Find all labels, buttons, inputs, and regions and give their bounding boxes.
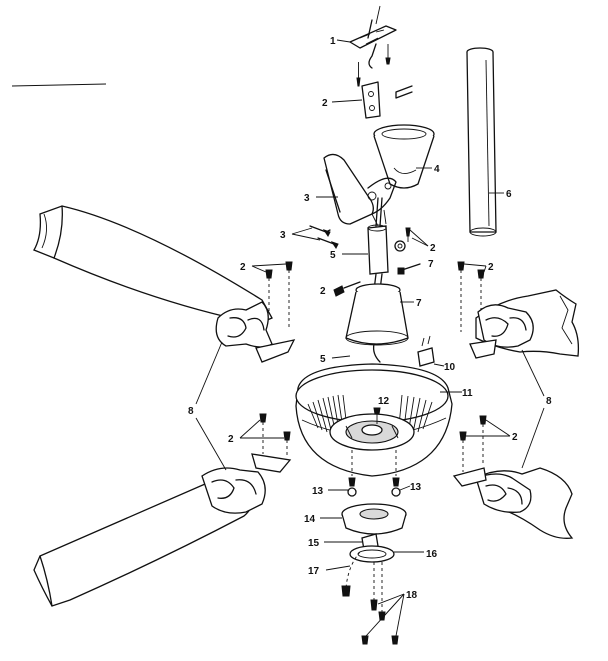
- part-2-nut-washer: [394, 227, 411, 252]
- blade-bracket-upper-left: [215, 301, 296, 363]
- label-part-2-top: 2: [322, 98, 328, 109]
- part-5-coupling: [367, 197, 389, 291]
- leader-5-lower: [331, 355, 351, 359]
- leader-2-upper-right-b: [483, 265, 487, 273]
- part-16-cap-plate: [349, 545, 395, 563]
- label-part-2-bolt: 2: [320, 286, 326, 297]
- part-4-canopy: [373, 124, 435, 189]
- blade-bracket-lower-left: [201, 453, 292, 514]
- stray-line: [11, 83, 107, 87]
- part-18-screws: [361, 562, 399, 645]
- leader-18-d: [395, 593, 405, 637]
- part-1-ceiling-bracket: [349, 5, 397, 69]
- label-part-7-upper: 7: [428, 259, 434, 270]
- leader-3-lower-a: [291, 227, 313, 235]
- leader-10: [433, 363, 445, 367]
- label-part-12: 12: [378, 396, 390, 407]
- label-part-7-lower: 7: [416, 298, 422, 309]
- label-part-4: 4: [434, 164, 440, 175]
- housing-vent-slots: [307, 394, 433, 437]
- label-part-2-mid: 2: [430, 243, 436, 254]
- part-3-hanger-yoke: [323, 153, 397, 227]
- label-part-15: 15: [308, 538, 320, 549]
- label-part-3-lower: 3: [280, 230, 286, 241]
- label-part-6: 6: [506, 189, 512, 200]
- leader-2-top: [331, 99, 363, 103]
- part-8-leaders-right: [521, 349, 545, 469]
- part-13-screws: [347, 450, 401, 497]
- blade-bracket-upper-right: [469, 304, 534, 359]
- part-2-screws-upper-right: [457, 261, 485, 332]
- leader-2-upper-right-a: [463, 263, 487, 267]
- leader-1: [336, 39, 351, 43]
- leader-18-c: [365, 593, 405, 637]
- label-part-17: 17: [308, 566, 320, 577]
- part-3-screws: [309, 225, 339, 249]
- blade-upper-left: [33, 205, 273, 323]
- blade-lower-left: [33, 473, 255, 607]
- leader-2-lower-right-a: [485, 419, 511, 437]
- part-11-motor-housing: [295, 363, 453, 477]
- part-2-screws-lower-right: [459, 415, 487, 472]
- leader-2-mid-b: [409, 229, 429, 247]
- leader-18-a: [377, 593, 405, 605]
- leader-2-lower-left-a: [239, 419, 261, 439]
- part-12-screw: [373, 407, 381, 424]
- label-part-13-left: 13: [312, 486, 324, 497]
- part-10-capacitor: [417, 335, 435, 367]
- label-part-13-right: 13: [410, 482, 422, 493]
- label-part-10: 10: [444, 362, 456, 373]
- label-part-3-upper: 3: [304, 193, 310, 204]
- part-2-screws-upper-left: [265, 261, 293, 330]
- label-part-1: 1: [330, 36, 336, 47]
- part-7-setscrew: [397, 263, 421, 275]
- label-part-2-left-lower: 2: [228, 434, 234, 445]
- leader-3-lower-b: [291, 233, 321, 241]
- leader-2-upper-left-a: [251, 265, 267, 273]
- part-6-downrod: [466, 47, 497, 237]
- label-part-14: 14: [304, 514, 316, 525]
- leader-13-right: [399, 485, 411, 491]
- part-7-switch-cup: [345, 283, 409, 363]
- part-2-hanger-plate: [356, 62, 413, 119]
- part-8-leaders-left: [195, 341, 227, 471]
- part-2-screws-lower-left: [259, 413, 291, 458]
- label-part-16: 16: [426, 549, 438, 560]
- leader-2-mid-a: [411, 237, 429, 247]
- label-part-8-right: 8: [546, 396, 552, 407]
- label-part-5-lower: 5: [320, 354, 326, 365]
- part-2-bolt: [333, 281, 361, 297]
- part-14-switch-plate: [341, 503, 407, 535]
- blade-bracket-lower-right: [452, 467, 532, 513]
- label-part-18: 18: [406, 590, 418, 601]
- label-part-8-left: 8: [188, 406, 194, 417]
- label-part-2-left-upper: 2: [240, 262, 246, 273]
- leader-2-upper-left-b: [251, 263, 287, 267]
- label-part-11: 11: [462, 388, 473, 399]
- label-part-2-right-upper: 2: [488, 262, 494, 273]
- part-17-pull-chain: [341, 551, 361, 597]
- leader-17: [325, 565, 351, 571]
- label-part-2-right-lower: 2: [512, 432, 518, 443]
- label-part-5-upper: 5: [330, 250, 336, 261]
